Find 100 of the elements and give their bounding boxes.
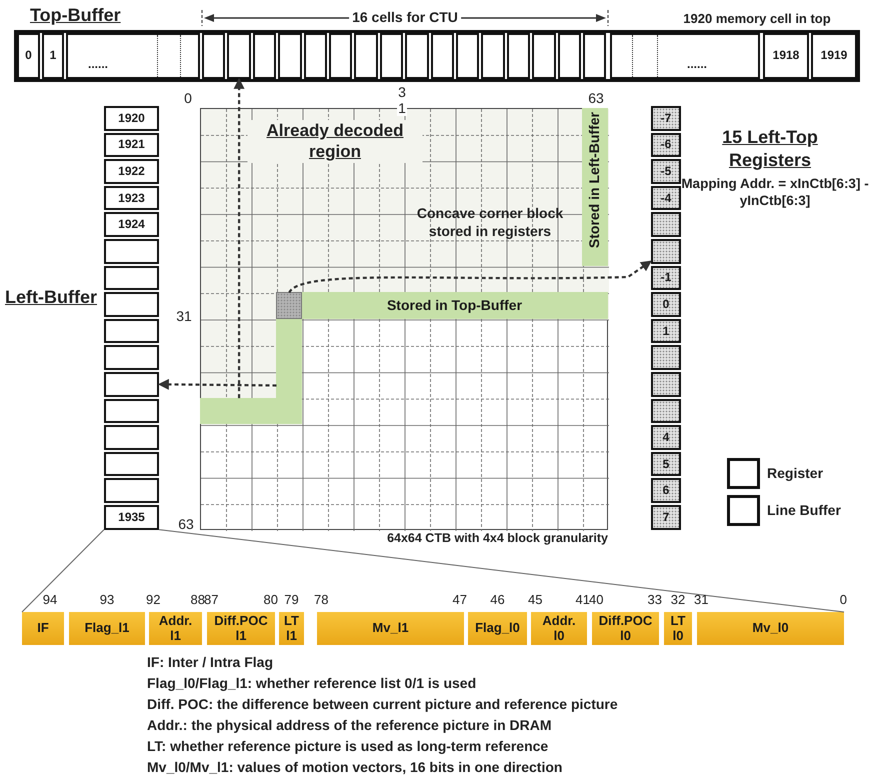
memory-cell — [329, 33, 352, 79]
legend-label: Line Buffer — [767, 502, 841, 520]
zoom-line — [158, 529, 844, 612]
bit-index: 0 — [840, 592, 847, 608]
bit-index: 41 — [576, 592, 590, 608]
register-cell: 1 — [651, 318, 681, 344]
bit-index: 40 — [589, 592, 604, 608]
memory-cell: 1935 — [104, 505, 159, 530]
memory-cell: 1923 — [104, 186, 159, 210]
highlighted-block: Stored in Top-Buffer — [302, 292, 608, 318]
bit-index: 45 — [528, 592, 542, 608]
bit-index: 47 — [452, 592, 467, 608]
memory-cell: 1919 — [811, 33, 857, 79]
register-cell: -1 — [651, 266, 681, 290]
bit-field: Addr. l1 — [149, 612, 202, 645]
bit-index: 31 — [694, 592, 708, 608]
bit-field: Diff.POC l0 — [592, 612, 659, 645]
buffer-heading: Left-Buffer — [5, 286, 97, 308]
memory-cell — [380, 33, 404, 79]
highlighted-block: Stored in Left-Buffer — [582, 108, 608, 266]
memory-cell: 1 — [42, 33, 64, 79]
register-cell — [651, 372, 681, 397]
corner-block — [276, 292, 302, 318]
memory-cell — [583, 33, 606, 79]
memory-cell — [430, 33, 454, 79]
bit-field: IF — [22, 612, 64, 645]
register-cell: 5 — [651, 452, 681, 476]
bit-field: Mv_l1 — [317, 612, 464, 645]
memory-cell — [354, 33, 378, 79]
axis-number: 3 1 — [397, 84, 407, 116]
bit-index: 79 — [284, 592, 299, 608]
memory-cell — [304, 33, 327, 79]
bit-index: 33 — [648, 592, 662, 608]
highlighted-block — [200, 398, 302, 424]
memory-cell — [506, 33, 530, 79]
grid-caption: 64x64 CTB with 4x4 block granularity — [387, 531, 608, 547]
bit-index: 32 — [670, 592, 686, 608]
buffer-heading: Top-Buffer — [30, 4, 121, 26]
section-heading: 15 Left-Top Registers — [721, 126, 819, 171]
memory-cell — [104, 318, 159, 344]
bit-index: 88 — [190, 592, 205, 608]
memory-cell: 1920 — [104, 106, 159, 131]
legend-label: Register — [767, 465, 824, 482]
zoom-line — [22, 529, 104, 612]
bit-index: 78 — [314, 592, 328, 608]
axis-number: 63 — [178, 516, 194, 534]
memory-cell — [104, 292, 159, 317]
memory-cell — [558, 33, 581, 79]
memory-cell — [252, 33, 276, 79]
memory-cell — [104, 372, 159, 397]
memory-cell: 1921 — [104, 132, 159, 158]
memory-cell — [104, 239, 159, 264]
memory-cell — [532, 33, 556, 79]
bit-index: 46 — [490, 592, 505, 608]
formula-text: Mapping Addr. = xInCtb[6:3] - yInCtb[6:3] — [680, 176, 870, 210]
bit-index: 92 — [146, 592, 160, 608]
register-cell — [651, 398, 681, 424]
register-cell: 7 — [651, 505, 681, 530]
bit-index: 87 — [204, 592, 218, 608]
note-text: LT: whether reference picture is used as long-term reference — [147, 738, 548, 756]
note-text: Flag_l0/Flag_l1: whether reference list 0/1 is used — [147, 675, 476, 692]
highlighted-block — [276, 318, 302, 398]
bit-field: LT l0 — [664, 612, 692, 645]
memory-cell: ...... — [610, 33, 760, 79]
register-cell: -4 — [651, 186, 681, 210]
memory-cell — [456, 33, 480, 79]
register-cell — [651, 345, 681, 370]
memory-cell: 1924 — [104, 212, 159, 237]
region-label: Already decoded region — [248, 120, 422, 162]
dashed-arrow — [234, 78, 245, 398]
register-cell: -6 — [651, 132, 681, 158]
memory-cell — [227, 33, 251, 79]
memory-cell: 0 — [17, 33, 40, 79]
memory-cell — [481, 33, 505, 79]
axis-number: 0 — [184, 90, 192, 108]
bit-index: 93 — [100, 592, 114, 608]
memory-cell — [104, 425, 159, 450]
memory-cell — [104, 478, 159, 503]
register-cell: 6 — [651, 478, 681, 503]
memory-cell: 1922 — [104, 159, 159, 184]
memory-cell — [104, 452, 159, 476]
note-text: 1920 memory cell in top — [683, 11, 831, 28]
bit-field: Diff.POC l1 — [207, 612, 275, 645]
memory-cell — [104, 266, 159, 290]
register-cell: 4 — [651, 425, 681, 450]
note-text: IF: Inter / Intra Flag — [147, 654, 274, 672]
bit-field: Flag_l0 — [468, 612, 527, 645]
bit-field: Flag_l1 — [69, 612, 145, 645]
memory-cell — [278, 33, 302, 79]
register-cell: 0 — [651, 292, 681, 317]
note-text: Mv_l0/Mv_l1: values of motion vectors, 16 bits in one direction — [147, 759, 562, 776]
memory-cell — [202, 33, 226, 79]
note-text: Diff. POC: the difference between current picture and reference picture — [147, 696, 618, 714]
bit-index: 80 — [264, 592, 278, 608]
memory-cell — [405, 33, 429, 79]
register-cell: -7 — [651, 106, 681, 131]
memory-cell: 1918 — [763, 33, 809, 79]
axis-number: 63 — [588, 90, 604, 108]
bit-field: LT l1 — [279, 612, 304, 645]
register-cell: -5 — [651, 159, 681, 184]
